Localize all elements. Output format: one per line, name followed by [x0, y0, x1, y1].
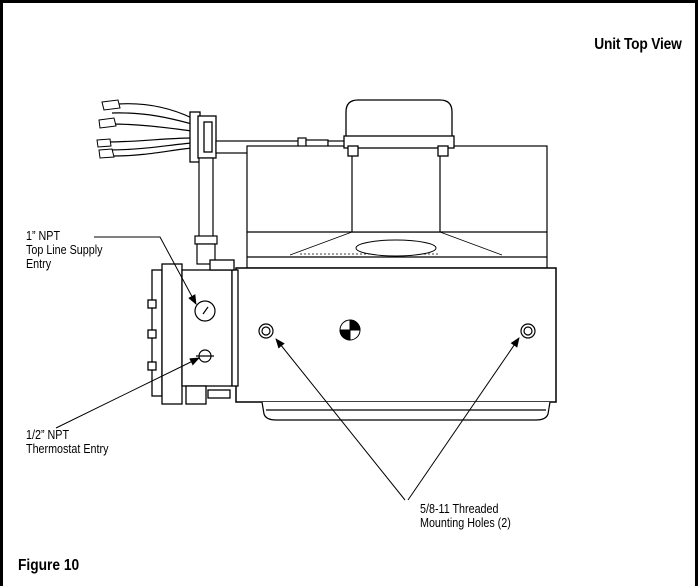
wire-bundle — [105, 103, 193, 157]
callout-line: 1/2” NPT — [26, 428, 70, 442]
frame-top-border — [0, 0, 698, 3]
frame-right-border — [695, 0, 698, 586]
fan-hub — [355, 239, 437, 257]
wire-terminal — [96, 99, 121, 159]
frame-left-border — [0, 0, 3, 586]
callout-top-line-supply: 1” NPT Top Line Supply Entry — [26, 229, 102, 271]
callout-line: Thermostat Entry — [26, 442, 109, 456]
diagram-title: Unit Top View — [594, 36, 683, 53]
conduit-vertical — [194, 157, 218, 265]
callout-leader-lines — [55, 236, 520, 501]
callout-line: Top Line Supply — [26, 243, 103, 257]
callout-line: 5/8-11 Threaded — [420, 502, 499, 516]
callout-thermostat: 1/2” NPT Thermostat Entry — [26, 428, 108, 456]
junction-box — [189, 111, 217, 163]
callout-line: Entry — [26, 257, 52, 271]
main-housing — [235, 267, 557, 403]
callout-line: 1” NPT — [26, 229, 61, 243]
motor — [343, 99, 455, 157]
callout-line: Mounting Holes (2) — [420, 516, 511, 530]
supply-entry-port — [194, 300, 216, 322]
thermostat-entry-port — [196, 349, 214, 363]
callout-mounting-holes: 5/8-11 Threaded Mounting Holes (2) — [420, 502, 511, 530]
side-bracket — [147, 259, 239, 405]
mounting-hole-right — [520, 323, 536, 339]
base-plate — [261, 401, 551, 421]
figure-label: Figure 10 — [18, 557, 80, 574]
center-of-gravity-icon — [339, 319, 361, 341]
mounting-hole-left — [258, 323, 274, 339]
